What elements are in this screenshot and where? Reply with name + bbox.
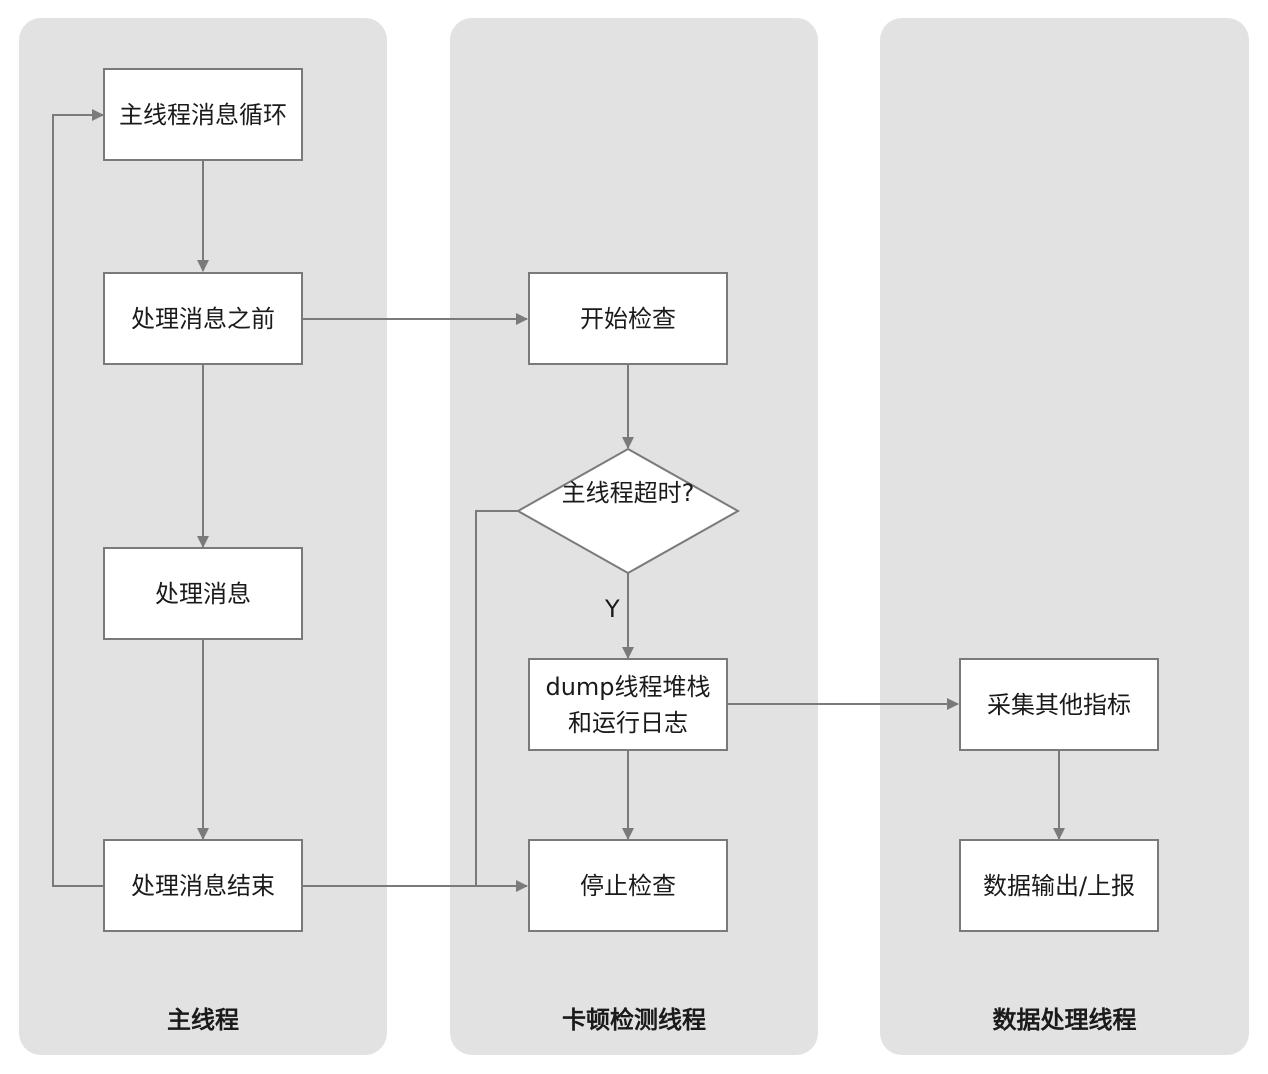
node-process-message-end: 处理消息结束 <box>103 839 303 932</box>
decision-diamond-shape <box>515 447 741 575</box>
lane-title-detector-thread: 卡顿检测线程 <box>562 1006 706 1034</box>
node-data-output-report: 数据输出/上报 <box>959 839 1159 932</box>
node-collect-other-metrics: 采集其他指标 <box>959 658 1159 751</box>
lane-title-processor-thread: 数据处理线程 <box>992 1006 1137 1034</box>
node-process-message: 处理消息 <box>103 547 303 640</box>
node-before-process-message: 处理消息之前 <box>103 272 303 365</box>
node-stop-check: 停止检查 <box>528 839 728 932</box>
node-start-check: 开始检查 <box>528 272 728 365</box>
node-dump-stack-and-log: dump线程堆栈和运行日志 <box>528 658 728 751</box>
edge-label-yes: Y <box>605 595 620 623</box>
node-main-message-loop: 主线程消息循环 <box>103 68 303 161</box>
lane-title-main-thread: 主线程 <box>167 1006 239 1034</box>
edge-end-back-to-loop <box>52 109 104 887</box>
decision-main-thread-timeout: 主线程超时? <box>561 479 695 507</box>
edge-decision-no-to-stop <box>475 510 518 886</box>
